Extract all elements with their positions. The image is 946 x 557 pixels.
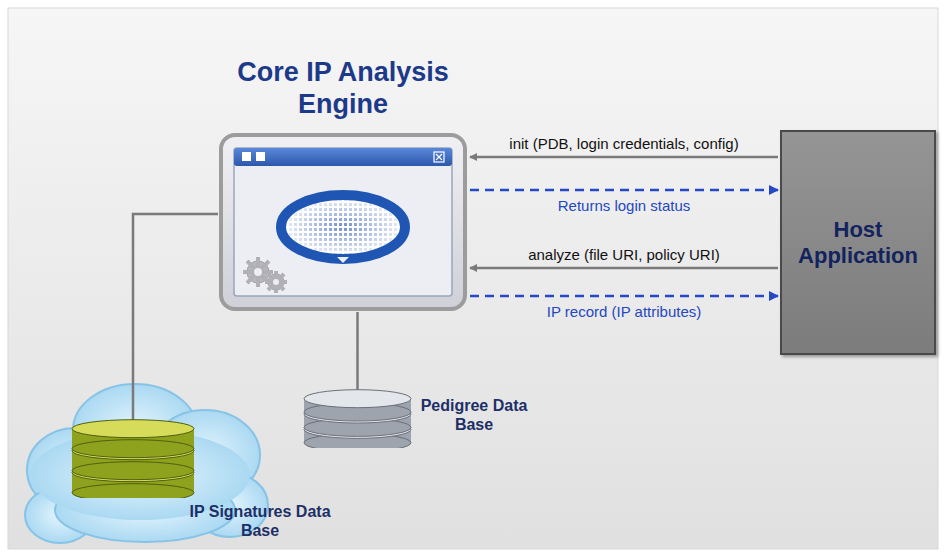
- edge-label: Returns login status: [558, 197, 691, 215]
- engine-title: Core IP Analysis Engine: [203, 56, 483, 120]
- edge-label: IP record (IP attributes): [547, 303, 702, 321]
- edge-label: init (PDB, login credentials, config): [509, 135, 738, 153]
- link-line: [356, 312, 359, 390]
- host-box: Host Application: [780, 130, 936, 355]
- host-label: Host Application: [788, 217, 928, 269]
- return-arrow: [470, 295, 778, 298]
- signature-database: IP Signatures Data Base: [68, 418, 198, 498]
- call-arrow: [470, 267, 778, 270]
- link-line: [133, 214, 218, 420]
- engine-icon: [218, 132, 468, 312]
- database-cylinder: [68, 418, 198, 498]
- database-label: IP Signatures Data Base: [180, 502, 340, 540]
- edge-label: analyze (file URI, policy URI): [528, 246, 720, 264]
- return-arrow: [470, 189, 778, 192]
- call-arrow: [470, 156, 778, 159]
- database-cylinder: [300, 388, 415, 448]
- database-label: Pedigree Data Base: [419, 396, 529, 434]
- engine-window: Core IP Analysis Engine: [218, 132, 468, 312]
- pedigree-database: Pedigree Data Base: [300, 388, 415, 448]
